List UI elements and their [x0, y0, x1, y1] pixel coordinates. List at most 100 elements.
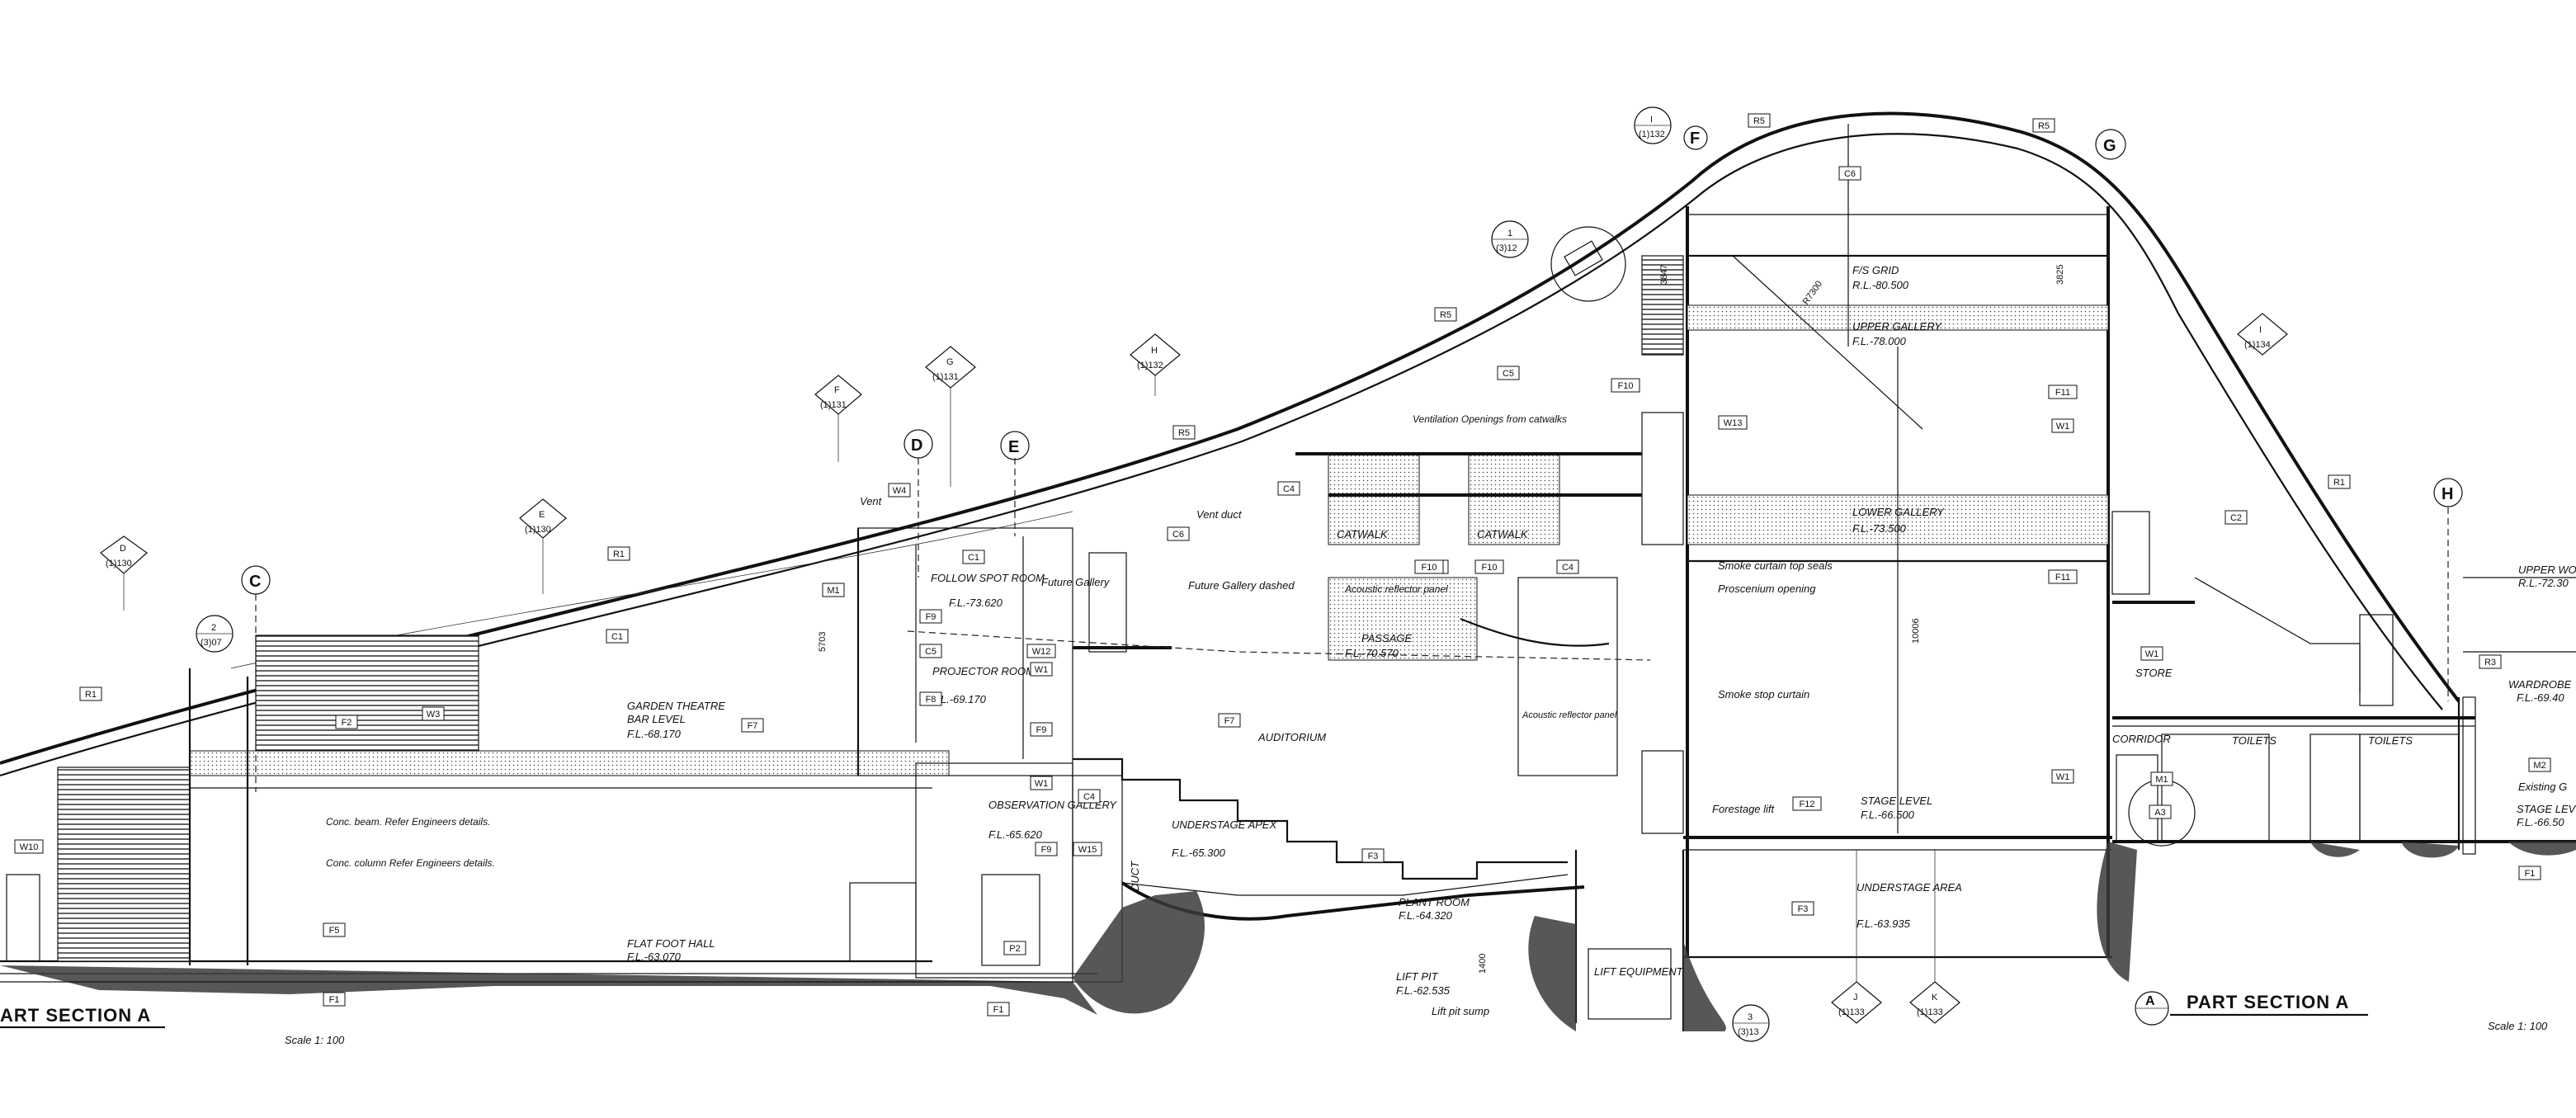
follow-spot-fl: F.L.-73.620: [949, 597, 1003, 609]
element-tag-text: F12: [1800, 800, 1815, 809]
future-gallery-dashed-note: Future Gallery dashed: [1188, 579, 1295, 592]
grid-markers: C D E G H F: [241, 125, 2463, 792]
element-tag-m1_a: M1: [822, 583, 845, 597]
section-refs: D (1)130 E (1)130 F (1)131 G (1)131 H (1…: [100, 106, 2288, 1042]
element-tag-w1_c: W1: [2051, 418, 2074, 433]
element-tag-r1_a: R1: [79, 686, 102, 701]
space-labels: FOLLOW SPOT ROOM F.L.-73.620 Future Gall…: [627, 264, 2576, 1017]
element-tag-c2: C2: [2225, 510, 2248, 525]
understage-area-label: UNDERSTAGE AREA: [1857, 881, 1962, 894]
ref-h-letter: H: [1151, 346, 1158, 356]
element-tag-r1_b: R1: [607, 546, 630, 561]
upper-gallery-fl: F.L.-78.000: [1852, 335, 1907, 347]
grid-marker-f: F: [1690, 130, 1700, 148]
ref-f-letter: F: [834, 385, 840, 395]
element-tag-c4_c: C4: [1556, 559, 1579, 574]
ref-right-sheet: (1)134: [2244, 340, 2271, 350]
element-tag-text: W1: [1035, 779, 1049, 789]
ref-k-sheet: (1)133: [1917, 1007, 1943, 1017]
element-tag-text: F3: [1798, 904, 1809, 914]
element-tag-r5_b: R5: [1434, 307, 1457, 322]
understage-apex-fl: F.L.-65.300: [1172, 847, 1226, 859]
upper-gallery-label: UPPER GALLERY: [1852, 320, 1942, 333]
vent-duct-note: Vent duct: [1196, 508, 1243, 521]
element-tag-w1_b: W1: [1030, 776, 1053, 790]
lift-equipment-label: LIFT EQUIPMENT: [1594, 965, 1684, 978]
element-tag-text: W15: [1078, 845, 1097, 855]
wardrobe-label: WARDROBE: [2508, 678, 2572, 691]
part-section-title-right: PART SECTION A: [2187, 992, 2349, 1012]
garden-theatre-label: GARDEN THEATRE: [627, 700, 725, 712]
element-tag-text: C6: [1844, 169, 1856, 179]
grid-marker-h: H: [2442, 485, 2453, 503]
element-tag-text: R1: [613, 550, 625, 559]
element-tag-f10_a: F10: [1414, 559, 1444, 574]
element-tag-text: R3: [2484, 658, 2496, 667]
element-tag-w1_e: W1: [2140, 646, 2163, 661]
element-tag-f3_a: F3: [1361, 848, 1385, 863]
element-tag-text: C2: [2230, 513, 2242, 523]
store-label: STORE: [2135, 667, 2173, 679]
element-tag-text: F10: [1422, 563, 1437, 573]
notes: Vent Vent duct Future Gallery dashed Ven…: [326, 413, 1833, 891]
upper-wo-label: UPPER WO: [2518, 564, 2576, 576]
grid-marker-e: E: [1008, 438, 1019, 456]
element-tag-text: F11: [2055, 573, 2070, 583]
scale-left: Scale 1: 100: [285, 1034, 345, 1046]
element-tag-text: C1: [968, 553, 979, 563]
lift-sump-label: Lift pit sump: [1432, 1005, 1489, 1017]
titles: ART SECTION A Scale 1: 100 A PART SECTIO…: [0, 991, 2548, 1046]
ref-k-letter: K: [1932, 993, 1938, 1002]
element-tag-f1_c: F1: [2518, 866, 2541, 880]
vent-note: Vent: [860, 495, 883, 507]
element-tag-c6_b: C6: [1167, 526, 1190, 541]
element-tag-f11_b: F11: [2048, 569, 2078, 584]
forestage-lift-note: Forestage lift: [1712, 803, 1776, 815]
flat-foot-hall-label: FLAT FOOT HALL: [627, 937, 715, 950]
catwalk-1-label: CATWALK: [1337, 528, 1389, 540]
fs-grid-rl: R.L.-80.500: [1852, 279, 1909, 291]
element-tag-text: W1: [2145, 649, 2159, 659]
acoustic-reflector-1-note: Acoustic reflector panel: [1344, 583, 1448, 595]
element-tag-text: F7: [1224, 716, 1235, 726]
future-gallery-label: Future Gallery: [1041, 576, 1111, 588]
element-tag-text: R1: [2333, 478, 2345, 488]
element-tag-text: W10: [20, 842, 39, 852]
element-tag-a3: A3: [2149, 804, 2172, 819]
element-tag-f8: F8: [919, 691, 942, 706]
element-tag-text: C5: [925, 647, 937, 657]
element-tag-c1_b: C1: [962, 550, 985, 564]
section-marker-a: A: [2145, 994, 2155, 1008]
element-tag-f1_a: F1: [323, 992, 346, 1007]
element-tag-text: W4: [893, 486, 907, 496]
ref-e-sheet: (1)130: [525, 525, 551, 535]
element-tag-text: F2: [342, 718, 352, 728]
plant-room-label: PLANT ROOM: [1399, 896, 1470, 908]
grid-marker-c: C: [249, 573, 261, 591]
understage-area-fl: F.L.-63.935: [1857, 918, 1911, 930]
element-tag-text: W3: [427, 710, 441, 719]
element-tag-f10_b: F10: [1474, 559, 1504, 574]
ref-g-sheet: (1)131: [932, 372, 959, 382]
passage-label: PASSAGE: [1361, 632, 1413, 644]
element-tag-r1_c: R1: [2328, 474, 2351, 489]
element-tag-c4_a: C4: [1277, 481, 1300, 496]
fs-grid-label: F/S GRID: [1852, 264, 1899, 276]
bar-fl: F.L.-68.170: [627, 728, 682, 740]
element-tag-m1_b: M1: [2150, 771, 2173, 786]
element-tag-m2: M2: [2528, 757, 2551, 772]
ground: [0, 842, 2576, 1031]
element-tag-text: M1: [2155, 775, 2168, 785]
ref-3-letter: 3: [1748, 1012, 1753, 1022]
follow-spot-room-label: FOLLOW SPOT ROOM: [931, 572, 1045, 584]
element-tag-text: R5: [1178, 428, 1190, 438]
element-tag-text: C4: [1562, 563, 1573, 573]
element-tag-text: W1: [2056, 422, 2070, 432]
smoke-curtain-seals-note: Smoke curtain top seals: [1718, 559, 1833, 572]
ref-1-letter: 1: [1507, 229, 1512, 238]
lift-pit-fl: F.L.-62.535: [1396, 984, 1451, 997]
element-tag-f9_b: F9: [1030, 722, 1053, 737]
element-tag-f5: F5: [323, 922, 346, 937]
conc-column-note: Conc. column Refer Engineers details.: [326, 857, 495, 869]
